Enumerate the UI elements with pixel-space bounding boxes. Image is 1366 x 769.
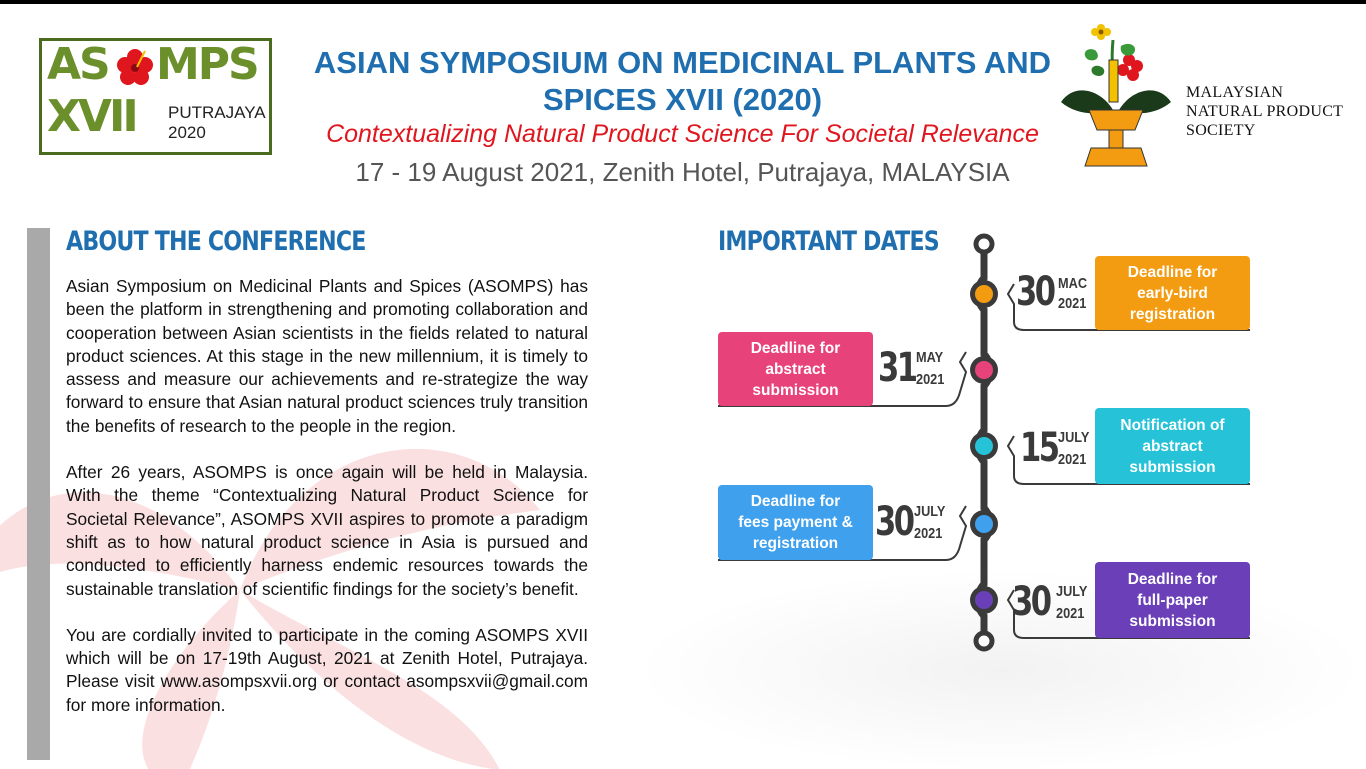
society-emblem-icon bbox=[1061, 24, 1171, 167]
date-2-day: 31 bbox=[878, 345, 918, 391]
logo-year: 2020 bbox=[168, 122, 206, 142]
society-name: MALAYSIAN NATURAL PRODUCT SOCIETY bbox=[1186, 83, 1343, 141]
date-1-year: 2021 bbox=[1058, 295, 1087, 312]
dates-heading: IMPORTANT DATES bbox=[718, 226, 940, 257]
logo-word-right: MPS bbox=[156, 39, 260, 90]
date-4-month: JULY bbox=[914, 503, 946, 520]
about-side-bar bbox=[27, 228, 50, 760]
society-name-line-3: SOCIETY bbox=[1186, 122, 1256, 140]
society-name-line-2: NATURAL PRODUCT bbox=[1186, 103, 1344, 121]
date-4-label-line-2: fees payment & bbox=[738, 514, 853, 531]
date-5-month: JULY bbox=[1056, 583, 1088, 600]
date-5-label-line-1: Deadline for bbox=[1127, 570, 1218, 588]
date-1-month: MAC bbox=[1058, 275, 1088, 292]
date-2-label-line-1: Deadline for bbox=[750, 339, 841, 357]
date-5-year: 2021 bbox=[1056, 605, 1085, 622]
date-3-card: Notification of abstract submission bbox=[1095, 408, 1250, 484]
date-venue: 17 - 19 August 2021, Zenith Hotel, Putra… bbox=[355, 157, 1010, 187]
date-1-label-line-2: early-bird bbox=[1137, 284, 1208, 302]
theme-subtitle: Contextualizing Natural Product Science … bbox=[326, 120, 1039, 148]
date-2-label-line-3: submission bbox=[752, 381, 839, 399]
date-3-month: JULY bbox=[1058, 429, 1090, 446]
date-5-card: Deadline for full-paper submission bbox=[1095, 562, 1250, 638]
date-4-day: 30 bbox=[875, 499, 915, 545]
about-paragraph-3: You are cordially invited to participate… bbox=[66, 624, 588, 715]
date-1-label-line-3: registration bbox=[1129, 305, 1216, 323]
about-heading: ABOUT THE CONFERENCE bbox=[66, 226, 366, 257]
hibiscus-flower-icon bbox=[117, 49, 153, 85]
title-line-2: SPICES XVII (2020) bbox=[542, 82, 823, 118]
date-3-label-line-1: Notification of bbox=[1120, 416, 1225, 434]
date-2-month: MAY bbox=[916, 349, 944, 366]
date-3-year: 2021 bbox=[1058, 451, 1087, 468]
asomps-logo: AS MPS XVII PUTRAJAYA 2020 bbox=[39, 38, 272, 155]
logo-place: PUTRAJAYA 2020 bbox=[168, 103, 266, 142]
date-3-label-line-3: submission bbox=[1129, 458, 1216, 476]
date-2-label-line-2: abstract bbox=[765, 360, 826, 378]
top-border bbox=[0, 0, 1366, 4]
society-name-line-1: MALAYSIAN bbox=[1186, 84, 1284, 101]
title-line-1: ASIAN SYMPOSIUM ON MEDICINAL PLANTS AND bbox=[313, 45, 1052, 80]
about-paragraph-2: After 26 years, ASOMPS is once again wil… bbox=[66, 462, 588, 599]
date-4-label-line-1: Deadline for bbox=[750, 493, 841, 510]
logo-word-left: AS bbox=[47, 39, 111, 90]
date-1-label-line-1: Deadline for bbox=[1127, 263, 1218, 281]
date-4-label-line-3: registration bbox=[752, 535, 839, 552]
hibiscus-watermark-icon bbox=[0, 448, 540, 769]
dates-timeline: 30 MAC 2021 Deadline for early-bird regi… bbox=[700, 230, 1280, 660]
date-1-day: 30 bbox=[1016, 269, 1056, 315]
date-1-card: Deadline for early-bird registration bbox=[1095, 256, 1250, 330]
about-paragraph-1: Asian Symposium on Medicinal Plants and … bbox=[66, 276, 588, 436]
date-3-day: 15 bbox=[1020, 425, 1060, 471]
date-2-card: Deadline for abstract submission bbox=[718, 332, 873, 406]
timeline-line bbox=[718, 233, 1250, 652]
date-4-card: Deadline for fees payment & registration bbox=[718, 485, 873, 560]
date-5-label-line-2: full-paper bbox=[1137, 591, 1208, 609]
logo-city: PUTRAJAYA bbox=[168, 103, 266, 122]
date-4-year: 2021 bbox=[914, 525, 943, 542]
date-2-year: 2021 bbox=[916, 371, 945, 388]
page-title: ASIAN SYMPOSIUM ON MEDICINAL PLANTS AND … bbox=[290, 44, 1075, 118]
date-3-label-line-2: abstract bbox=[1142, 437, 1203, 455]
about-text: Asian Symposium on Medicinal Plants and … bbox=[66, 275, 588, 740]
date-5-day: 30 bbox=[1012, 579, 1052, 625]
date-5-label-line-3: submission bbox=[1129, 612, 1216, 630]
logo-numeral: XVII bbox=[47, 91, 139, 142]
